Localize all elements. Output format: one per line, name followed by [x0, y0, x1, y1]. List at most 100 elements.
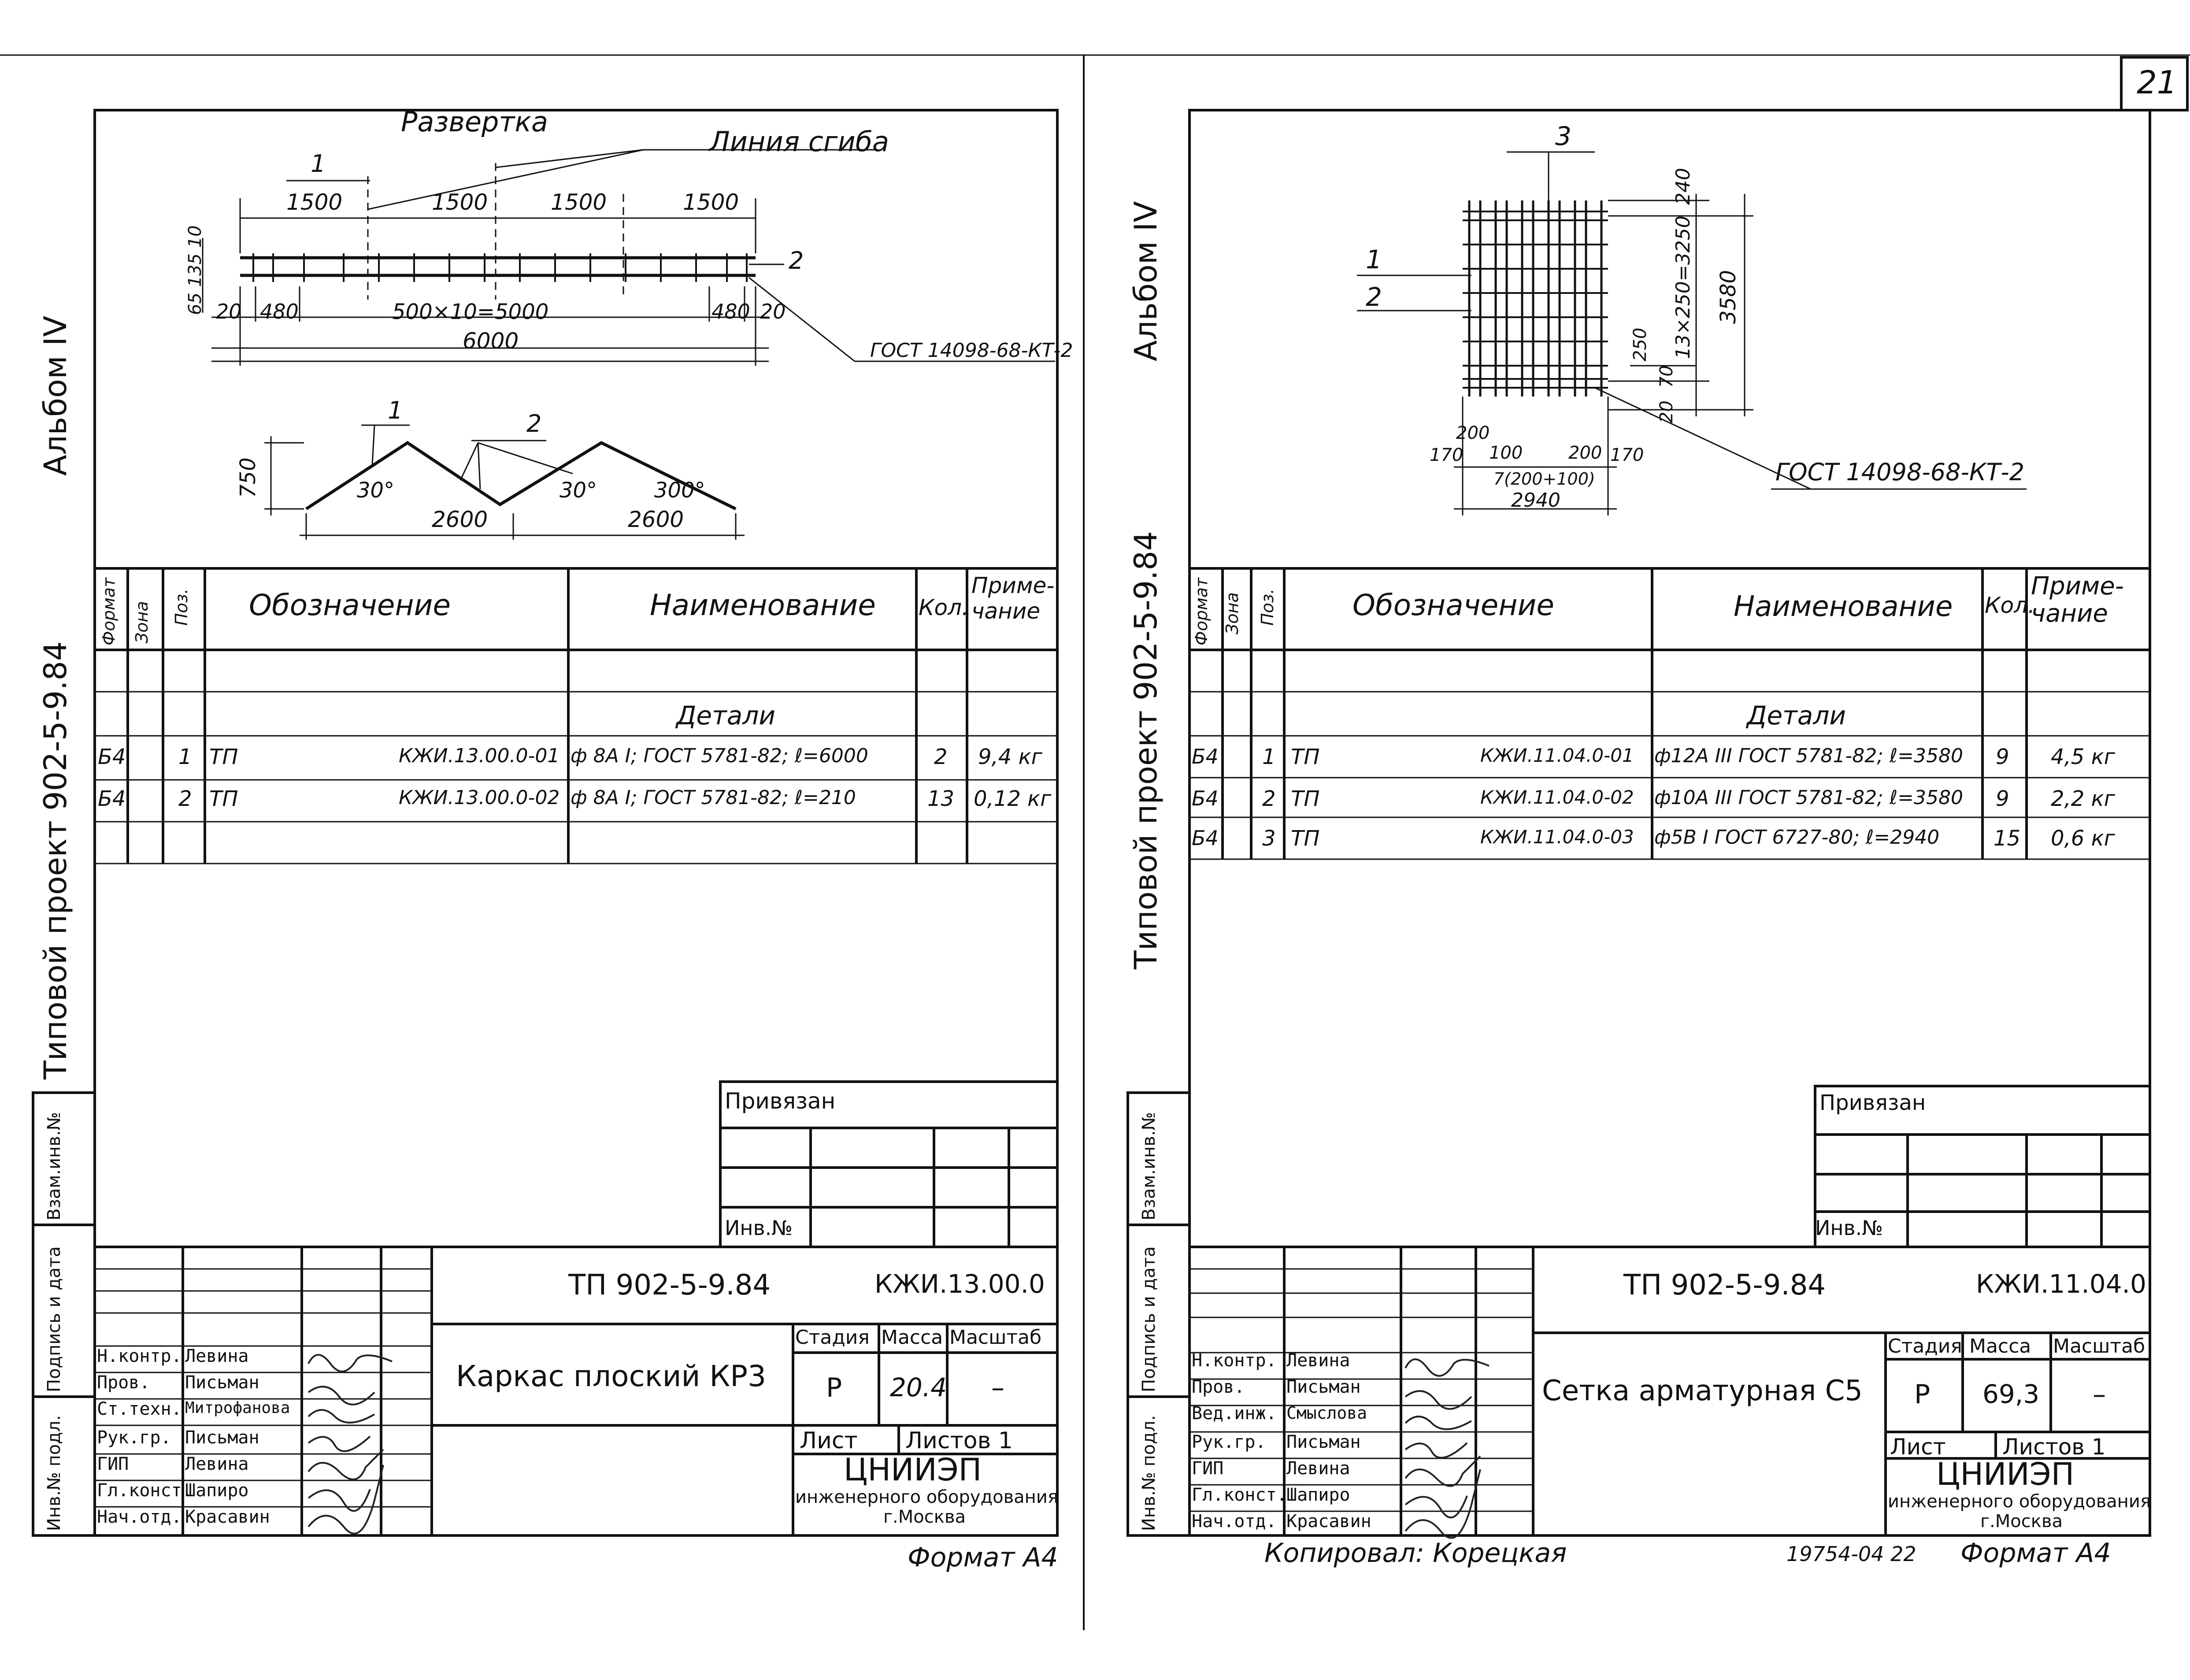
right-h-format: Формат — [1192, 577, 1211, 645]
left-row1-format: Б4 — [98, 745, 126, 769]
right-album-label: Альбом IV — [1128, 201, 1164, 361]
left-role-6: Нач.отд. — [97, 1507, 182, 1527]
right-format: Формат А4 — [1960, 1538, 2111, 1569]
dim-20-b: 20 — [760, 300, 786, 323]
angle-1: 30° — [357, 478, 395, 503]
left-name-6: Красавин — [185, 1507, 270, 1527]
right-role-1: Пров. — [1192, 1377, 1245, 1397]
left-tb-list: Лист — [800, 1428, 858, 1454]
left-h-kol: Кол. — [919, 595, 969, 620]
mesh-dim-100: 100 — [1489, 443, 1523, 463]
mesh-dim-20: 20 — [1656, 401, 1677, 423]
right-row1-format: Б4 — [1192, 745, 1219, 768]
right-tb-listov: Листов 1 — [2002, 1434, 2106, 1460]
right-tb-list: Лист — [1890, 1434, 1946, 1460]
left-role-2: Ст.техн. — [97, 1399, 182, 1419]
left-tb-masshtab: – — [991, 1372, 1004, 1403]
left-project-label: Типовой проект 902-5-9.84 — [37, 641, 74, 1079]
left-tb-massa-h: Масса — [881, 1326, 943, 1349]
left-row2-kol: 13 — [927, 786, 955, 811]
right-row3-naim: ф5В I ГОСТ 6727-80; ℓ=2940 — [1654, 826, 1940, 849]
left-h-zona: Зона — [132, 601, 152, 643]
left-row1-tp: ТП — [209, 745, 238, 769]
left-pos-1: 1 — [311, 150, 326, 178]
left-row2-oboz: КЖИ.13.00.0-02 — [399, 786, 560, 809]
right-tb-masshtab: – — [2093, 1379, 2106, 1410]
right-name-1: Письман — [1286, 1377, 1361, 1397]
right-tb-org2: инженерного оборудования — [1888, 1491, 2151, 1512]
dim-750: 750 — [236, 457, 260, 498]
left-inv: Инв.№ — [725, 1216, 793, 1240]
left-name-4: Левина — [185, 1454, 249, 1474]
right-row2-poz: 2 — [1262, 786, 1276, 811]
left-row2-poz: 2 — [178, 786, 192, 811]
left-h-format: Формат — [99, 577, 119, 645]
left-stamp-vzam: Взам.инв.№ — [44, 1112, 64, 1220]
right-section: Детали — [1747, 701, 1846, 731]
right-stamp-inv: Инв.№ подл. — [1139, 1415, 1159, 1531]
right-name-4: Левина — [1286, 1458, 1350, 1479]
left-album-label: Альбом IV — [37, 315, 74, 476]
right-stamp-vzam: Взам.инв.№ — [1139, 1112, 1159, 1220]
right-tb-doc: КЖИ.11.04.0 — [1976, 1269, 2146, 1299]
left-privyazan: Привязан — [725, 1088, 836, 1114]
left-tb-org3: г.Москва — [883, 1507, 966, 1527]
right-h-prim: Приме- чание — [2031, 572, 2124, 628]
right-privyazan: Привязан — [1819, 1090, 1926, 1115]
dim-2600-a: 2600 — [432, 507, 488, 532]
right-tb-massa-h: Масса — [1969, 1335, 2031, 1357]
left-name-2: Митрофанова — [185, 1399, 290, 1417]
dim-1500-d: 1500 — [683, 189, 739, 215]
right-name-6: Красавин — [1286, 1511, 1371, 1532]
left-pos-2: 2 — [789, 247, 804, 274]
right-h-zona: Зона — [1223, 592, 1242, 634]
right-role-3: Рук.гр. — [1192, 1432, 1266, 1452]
right-row2-oboz: КЖИ.11.04.0-02 — [1480, 786, 1634, 808]
right-row2-tp: ТП — [1291, 786, 1320, 811]
left-row1-oboz: КЖИ.13.00.0-01 — [399, 745, 560, 767]
left-h-prim: Приме- чание — [971, 573, 1055, 624]
left-role-1: Пров. — [97, 1372, 150, 1393]
right-row1-tp: ТП — [1291, 745, 1320, 769]
left-role-3: Рук.гр. — [97, 1428, 171, 1448]
right-row1-oboz: КЖИ.11.04.0-01 — [1480, 745, 1634, 766]
right-row1-naim: ф12А III ГОСТ 5781-82; ℓ=3580 — [1654, 745, 1964, 767]
mesh-dim-2940: 2940 — [1511, 489, 1560, 512]
left-tb-name: Каркас плоский КР3 — [456, 1359, 767, 1393]
left-stamp-podpis: Подпись и дата — [44, 1246, 64, 1392]
right-tb-code: ТП 902-5-9.84 — [1623, 1269, 1826, 1302]
right-gost: ГОСТ 14098-68-КТ-2 — [1775, 458, 2025, 486]
dim-1500-c: 1500 — [551, 189, 607, 215]
left-tb-listov: Листов 1 — [905, 1428, 1013, 1454]
dim-480-a: 480 — [260, 300, 299, 323]
right-name-3: Письман — [1286, 1432, 1361, 1452]
left-tb-code: ТП 902-5-9.84 — [568, 1269, 771, 1302]
left-tb-masshtab-h: Масштаб — [949, 1326, 1042, 1349]
mesh-pos-3: 3 — [1555, 121, 1571, 151]
angle-2: 30° — [560, 478, 597, 503]
left-role-0: Н.контр. — [97, 1346, 182, 1366]
left-tb-massa: 20.4 — [890, 1372, 947, 1402]
dim-mid: 500×10=5000 — [392, 300, 549, 324]
mesh-dim-7x: 7(200+100) — [1493, 469, 1595, 489]
page-number: 21 — [2137, 64, 2177, 101]
right-row2-prim: 2,2 кг — [2051, 786, 2115, 811]
right-kopiroval: Копировал: Корецкая — [1264, 1538, 1567, 1569]
right-role-6: Нач.отд. — [1192, 1511, 1277, 1532]
mesh-dim-3580: 3580 — [1716, 270, 1741, 324]
dim-480-b: 480 — [711, 300, 750, 323]
right-row3-format: Б4 — [1192, 826, 1219, 850]
right-stamp-podpis: Подпись и дата — [1139, 1246, 1159, 1392]
zig-pos-2: 2 — [526, 410, 542, 438]
right-row2-naim: ф10А III ГОСТ 5781-82; ℓ=3580 — [1654, 786, 1964, 809]
right-role-5: Гл.конст. — [1192, 1485, 1287, 1505]
right-row3-prim: 0,6 кг — [2051, 826, 2115, 851]
right-tb-name: Сетка арматурная С5 — [1542, 1375, 1863, 1407]
left-section: Детали — [676, 701, 776, 731]
left-stamp-inv: Инв.№ подл. — [44, 1415, 64, 1531]
dim-2600-b: 2600 — [628, 507, 684, 532]
left-tb-stadiya: Р — [826, 1372, 842, 1403]
razvertka-title: Развертка — [401, 106, 548, 138]
left-name-3: Письман — [185, 1428, 259, 1448]
